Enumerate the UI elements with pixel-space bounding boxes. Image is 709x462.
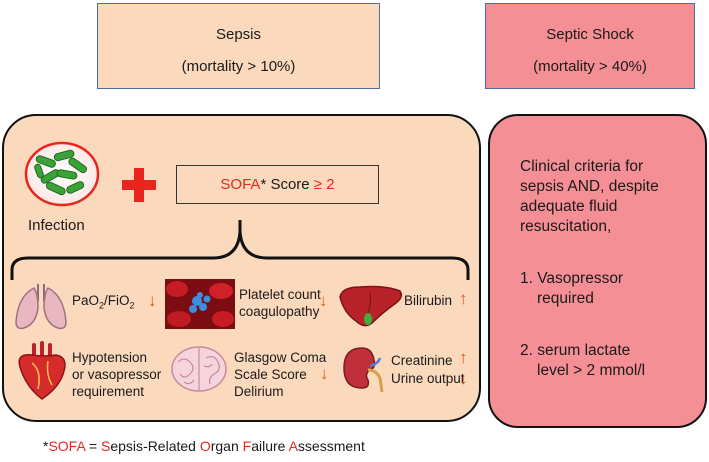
platelet-down-arrow-icon: ↓ <box>319 291 328 310</box>
footnote-word-assessment: ssessment <box>297 438 365 454</box>
criteria-item-1-line-2: required <box>537 290 594 307</box>
criteria-item-1-line-1: 1. Vasopressor <box>520 270 624 287</box>
creatinine-label: Creatinine <box>391 353 453 368</box>
bilirubin-up-arrow-icon: ↑ <box>459 289 468 308</box>
brace-connector <box>10 220 470 280</box>
platelets-icon <box>165 279 235 329</box>
septic-shock-header-box: Septic Shock (mortality > 40%) <box>485 3 695 89</box>
footnote-letter-a: A <box>288 438 298 454</box>
glasgow-coma-text: Glasgow Coma <box>234 350 327 365</box>
septic-shock-title: Septic Shock <box>546 26 634 43</box>
sofa-score-box: SOFA* Score ≥ 2 <box>176 165 379 204</box>
lungs-icon <box>15 284 67 330</box>
sofa-star: * <box>260 176 267 193</box>
lung-pao2-fio2-label: PaO2/FiO2 <box>72 292 135 315</box>
footnote-word-failure: ailure <box>251 438 289 454</box>
bilirubin-label: Bilirubin <box>404 293 453 308</box>
pao-subscript: 2 <box>99 300 105 311</box>
brain-icon <box>171 346 227 392</box>
septic-shock-mortality: (mortality > 40%) <box>533 58 647 75</box>
footnote-word-sepsis: epsis-Related <box>110 438 200 454</box>
criteria-intro-line-2: sepsis AND, despite <box>520 178 659 195</box>
creatinine-up-arrow-icon: ↑ <box>459 348 468 367</box>
footnote-sofa-abbr: SOFA <box>48 438 86 454</box>
criteria-item-2-line-2: level > 2 mmol/l <box>537 362 646 379</box>
sofa-footnote: *SOFA = Sepsis-Related Organ Failure Ass… <box>43 438 365 454</box>
sofa-abbr: SOFA <box>220 176 261 193</box>
platelet-label: Platelet count coagulopathy <box>239 286 321 320</box>
footnote-letter-f: F <box>242 438 252 454</box>
bacteria-icon <box>24 141 100 207</box>
criteria-intro-line-3: adequate fluid <box>520 198 618 215</box>
footnote-letter-o: O <box>199 438 211 454</box>
sofa-score-label: Score <box>266 176 310 193</box>
criteria-intro-line-4: resuscitation, <box>520 218 612 235</box>
footnote-star: * <box>43 438 49 454</box>
liver-icon <box>339 285 403 327</box>
sepsis-header-box: Sepsis (mortality > 10%) <box>97 3 380 89</box>
gcs-down-arrow-icon: ↓ <box>320 364 329 383</box>
fio-text: /FiO <box>104 293 130 308</box>
urine-output-label: Urine output <box>391 371 465 386</box>
footnote-letter-s: S <box>101 438 111 454</box>
sepsis-mortality: (mortality > 10%) <box>181 58 296 75</box>
scale-score-text: Scale Score <box>234 367 307 382</box>
delirium-text: Delirium <box>234 384 284 399</box>
criteria-intro-line-1: Clinical criteria for <box>520 158 644 175</box>
glasgow-coma-label: Glasgow Coma Scale Score Delirium <box>234 349 326 400</box>
lung-down-arrow-icon: ↓ <box>148 291 157 310</box>
hypotension-label: Hypotension or vasopressor requirement <box>72 349 161 400</box>
hypotension-text: Hypotension <box>72 350 148 365</box>
kidney-icon <box>343 347 384 393</box>
septic-shock-criteria-text: Clinical criteria for sepsis AND, despit… <box>520 157 700 381</box>
footnote-word-organ: rgan <box>210 438 243 454</box>
infection-label: Infection <box>28 217 85 234</box>
fio-subscript: 2 <box>129 300 135 311</box>
urine-output-down-arrow-icon: ↓ <box>459 369 468 388</box>
sepsis-title: Sepsis <box>215 26 262 43</box>
sofa-threshold: ≥ 2 <box>309 176 335 193</box>
platelet-count-text: Platelet count <box>239 287 321 302</box>
plus-icon <box>122 168 156 202</box>
requirement-text: requirement <box>72 384 145 399</box>
septic-shock-criteria-panel: Clinical criteria for sepsis AND, despit… <box>488 114 707 428</box>
criteria-item-2-line-1: 2. serum lactate <box>520 342 631 359</box>
coagulopathy-text: coagulopathy <box>239 304 320 319</box>
vasopressor-text: or vasopressor <box>72 367 162 382</box>
heart-icon <box>18 341 66 400</box>
footnote-eq: = <box>85 438 101 454</box>
pao-text: PaO <box>72 293 100 308</box>
